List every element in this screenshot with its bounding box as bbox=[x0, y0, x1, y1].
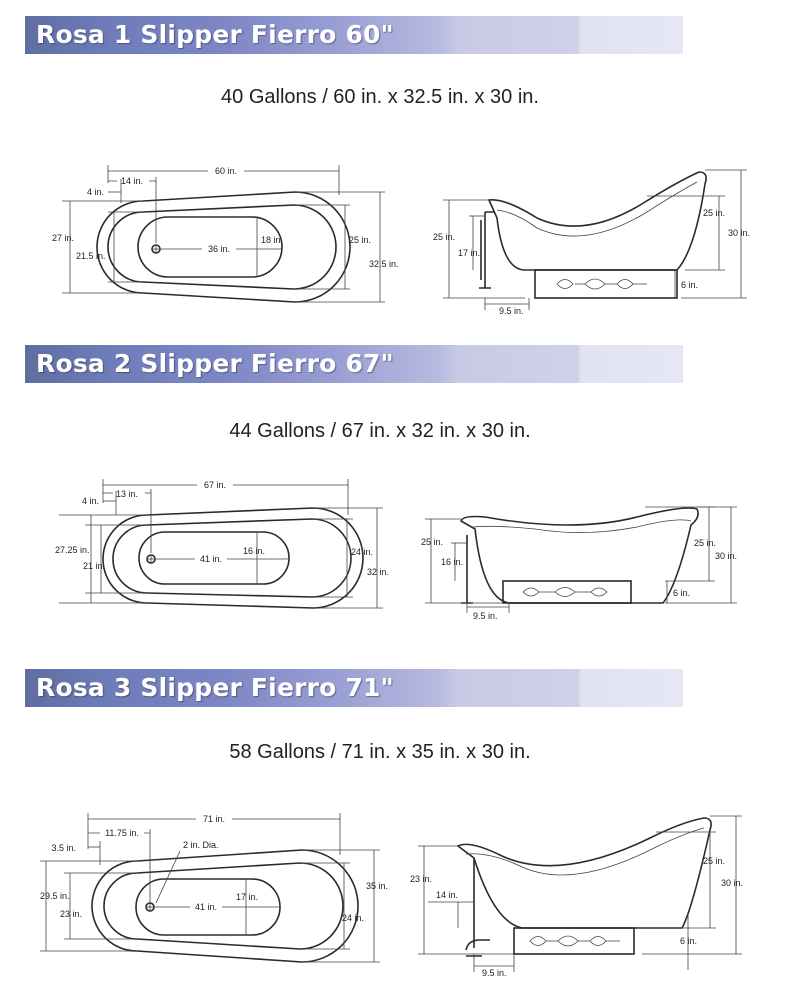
dim-drain-offset: 9.5 in. bbox=[473, 611, 498, 621]
dim-drain-offset: 9.5 in. bbox=[499, 306, 524, 316]
tub-inner-outline bbox=[112, 518, 352, 598]
dim-drain-dia: 2 in. Dia. bbox=[183, 840, 219, 850]
pedestal-base bbox=[534, 269, 678, 299]
dim-offset-b: 3.5 in. bbox=[51, 843, 76, 853]
dim-width-right-inner: 24 in. bbox=[342, 913, 364, 923]
faucet-icon bbox=[461, 535, 473, 604]
dim-basin-length: 41 in. bbox=[195, 902, 217, 912]
dim-base-height: 6 in. bbox=[680, 936, 697, 946]
dim-basin-width: 18 in. bbox=[261, 235, 283, 245]
model-1-top-view: 60 in. 14 in. 4 in. 27 in. 21.5 in. 36 i… bbox=[52, 164, 399, 303]
dim-drain-offset: 9.5 in. bbox=[482, 968, 507, 978]
dim-height-left: 25 in. bbox=[433, 232, 455, 242]
dim-width-right-outer: 32.5 in. bbox=[369, 259, 399, 269]
model-2-title: Rosa 2 Slipper Fierro 67" bbox=[36, 349, 394, 378]
model-1-title: Rosa 1 Slipper Fierro 60" bbox=[36, 20, 394, 49]
pedestal-base bbox=[513, 927, 635, 955]
model-3-banner: Rosa 3 Slipper Fierro 71" bbox=[25, 669, 683, 707]
faucet-icon bbox=[479, 211, 495, 289]
dim-basin-width: 17 in. bbox=[236, 892, 258, 902]
dim-width-inner-left: 21.5 in. bbox=[76, 251, 106, 261]
model-2-spec: 44 Gallons / 67 in. x 32 in. x 30 in. bbox=[229, 420, 531, 442]
model-1-spec: 40 Gallons / 60 in. x 32.5 in. x 30 in. bbox=[221, 86, 539, 108]
dim-height-total: 30 in. bbox=[728, 228, 750, 238]
tub-body-outline bbox=[487, 171, 707, 271]
dim-basin-length: 41 in. bbox=[200, 554, 222, 564]
dim-width-right-inner: 24 in. bbox=[351, 547, 373, 557]
dim-offset-a: 13 in. bbox=[116, 489, 138, 499]
dim-offset-b: 4 in. bbox=[82, 496, 99, 506]
model-3-spec: 58 Gallons / 71 in. x 35 in. x 30 in. bbox=[229, 741, 531, 763]
tub-inner-outline bbox=[103, 862, 344, 950]
model-1-banner: Rosa 1 Slipper Fierro 60" bbox=[25, 16, 683, 54]
model-3-top-view: 71 in. 11.75 in. 3.5 in. 2 in. Dia. 29.5… bbox=[40, 812, 388, 963]
dim-width-right-outer: 32 in. bbox=[367, 567, 389, 577]
dim-base-height: 6 in. bbox=[681, 280, 698, 290]
dim-basin-length: 36 in. bbox=[208, 244, 230, 254]
dim-offset-b: 4 in. bbox=[87, 187, 104, 197]
dim-faucet-height: 14 in. bbox=[436, 890, 458, 900]
basin-outline bbox=[138, 531, 290, 585]
dim-offset-a: 14 in. bbox=[121, 176, 143, 186]
dim-width-outer-left: 27 in. bbox=[52, 233, 74, 243]
model-3-side-view: 23 in. 14 in. 25 in. 30 in. 6 in. 9.5 in… bbox=[410, 815, 743, 978]
dim-width-inner-left: 23 in. bbox=[60, 909, 82, 919]
dim-width-outer-left: 27.25 in. bbox=[55, 545, 90, 555]
dim-height-total: 30 in. bbox=[721, 878, 743, 888]
dim-length: 60 in. bbox=[215, 166, 237, 176]
model-2-side-view: 25 in. 16 in. 25 in. 30 in. 6 in. 9.5 in… bbox=[421, 506, 737, 621]
dim-width-inner-left: 21 in. bbox=[83, 561, 105, 571]
dim-length: 71 in. bbox=[203, 814, 225, 824]
dim-height-total: 30 in. bbox=[715, 551, 737, 561]
dim-faucet-height: 16 in. bbox=[441, 557, 463, 567]
dim-width-right-outer: 35 in. bbox=[366, 881, 388, 891]
dim-base-height: 6 in. bbox=[673, 588, 690, 598]
dim-width-outer-left: 29.5 in. bbox=[40, 891, 70, 901]
model-2-banner: Rosa 2 Slipper Fierro 67" bbox=[25, 345, 683, 383]
dim-offset-a: 11.75 in. bbox=[105, 828, 139, 838]
dim-height-left: 23 in. bbox=[410, 874, 432, 884]
dim-height-right: 25 in. bbox=[703, 208, 725, 218]
dim-length: 67 in. bbox=[204, 480, 226, 490]
dim-height-right: 25 in. bbox=[703, 856, 725, 866]
tub-body-outline bbox=[460, 507, 699, 604]
basin-outline bbox=[137, 216, 283, 278]
model-3-title: Rosa 3 Slipper Fierro 71" bbox=[36, 673, 394, 702]
model-2-top-view: 67 in. 13 in. 4 in. 27.25 in. 21 in. 41 … bbox=[55, 478, 389, 609]
dim-height-left: 25 in. bbox=[421, 537, 443, 547]
pedestal-base bbox=[502, 580, 632, 604]
dim-height-right: 25 in. bbox=[694, 538, 716, 548]
dim-basin-width: 16 in. bbox=[243, 546, 265, 556]
dim-width-right-inner: 25 in. bbox=[349, 235, 371, 245]
model-1-side-view: 25 in. 17 in. 25 in. 30 in. 6 in. 9.5 in… bbox=[433, 169, 750, 316]
dim-faucet-height: 17 in. bbox=[458, 248, 480, 258]
